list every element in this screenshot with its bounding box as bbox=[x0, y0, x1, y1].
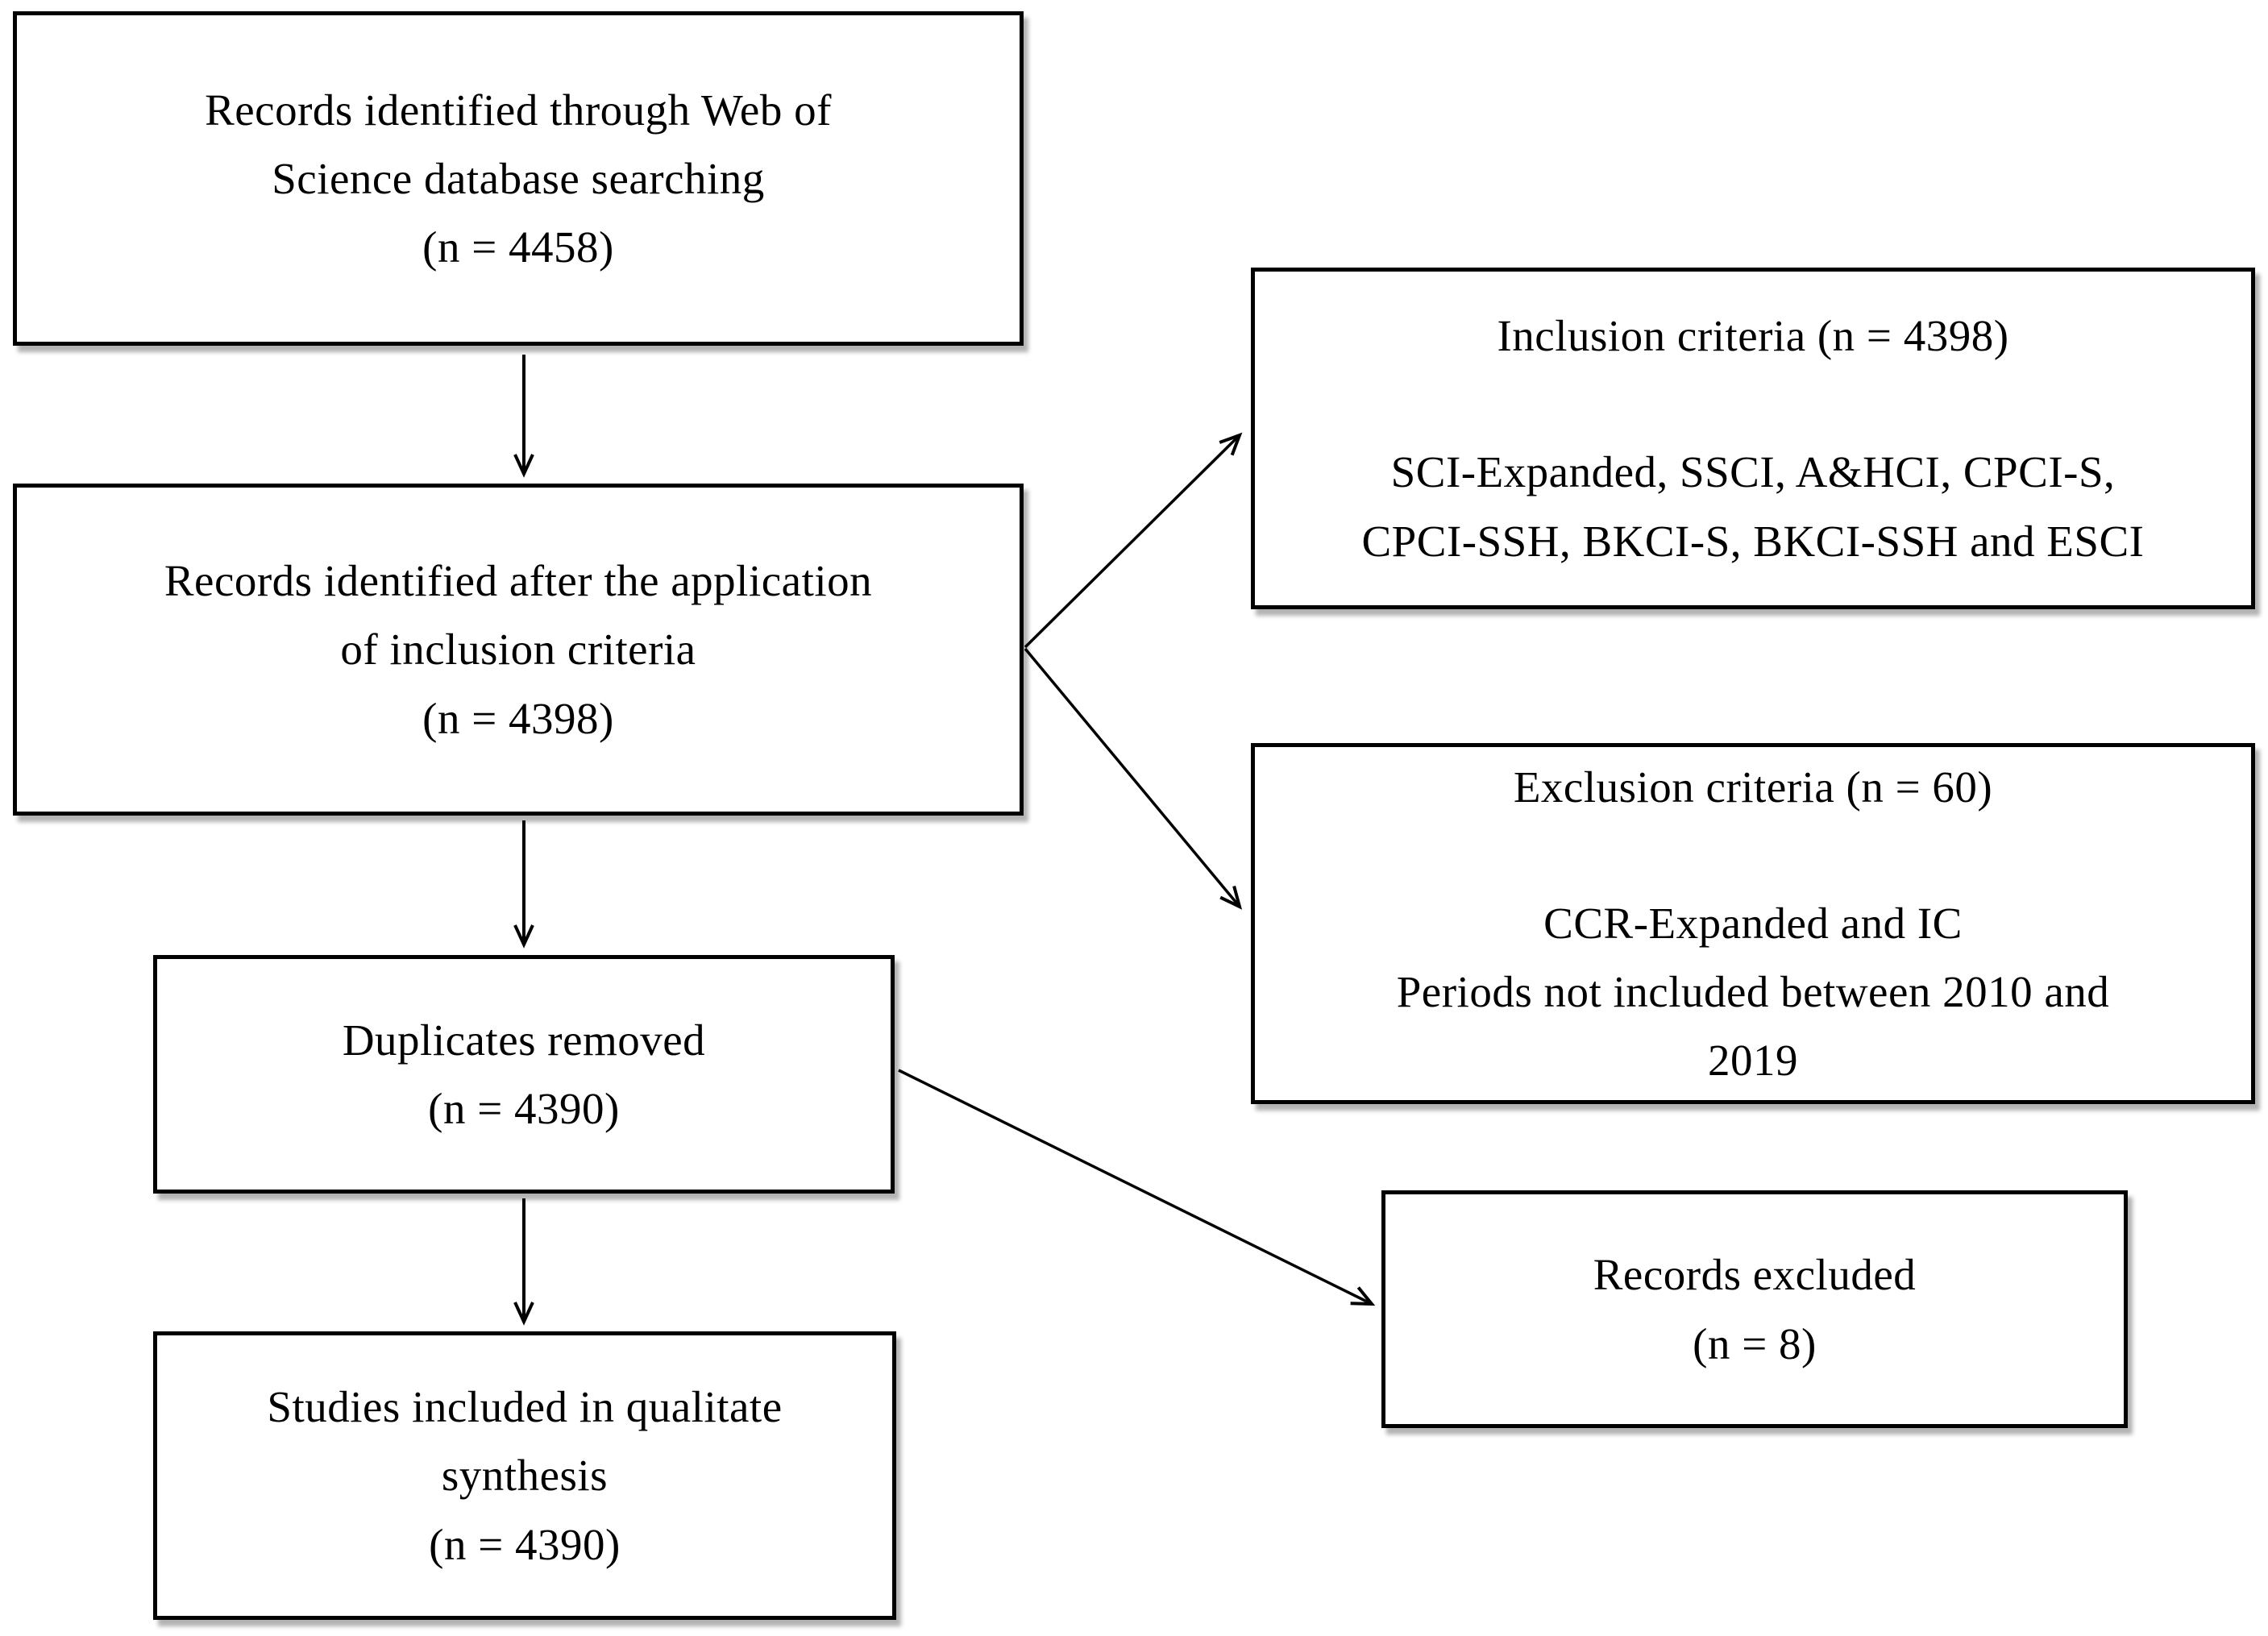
box-count-line: (n = 8) bbox=[1693, 1318, 1817, 1368]
box-text-line: Science database searching bbox=[272, 153, 765, 203]
box-text-line: of inclusion criteria bbox=[340, 625, 696, 675]
box-text-line: Records identified after the application bbox=[164, 556, 873, 606]
arrow-to-inclusion-criteria bbox=[1024, 432, 1243, 649]
arrow-to-exclusion-criteria bbox=[1024, 647, 1243, 910]
box-text-line: Records excluded bbox=[1593, 1250, 1917, 1300]
arrow-duplicates-to-records-excluded bbox=[898, 1069, 1376, 1306]
box-text-line: synthesis bbox=[441, 1451, 609, 1501]
box-records-excluded: Records excluded (n = 8) bbox=[1381, 1190, 2128, 1428]
box-title-line: Exclusion criteria (n = 60) bbox=[1513, 762, 1993, 812]
box-title-line: Inclusion criteria (n = 4398) bbox=[1497, 311, 2009, 361]
box-text-line: Records identified through Web of bbox=[205, 85, 832, 135]
box-studies-included: Studies included in qualitate synthesis … bbox=[153, 1331, 896, 1620]
box-duplicates-removed: Duplicates removed (n = 4390) bbox=[153, 955, 895, 1194]
box-records-identified: Records identified through Web of Scienc… bbox=[13, 11, 1024, 346]
box-text-line: CPCI-SSH, BKCI-S, BKCI-SSH and ESCI bbox=[1361, 516, 2145, 566]
box-count-line: (n = 4390) bbox=[429, 1519, 621, 1569]
box-text-line: Studies included in qualitate bbox=[267, 1382, 783, 1432]
box-inclusion-criteria: Inclusion criteria (n = 4398) SCI-Expand… bbox=[1251, 268, 2255, 609]
box-text-line: CCR-Expanded and IC bbox=[1543, 898, 1963, 948]
box-records-after-inclusion: Records identified after the application… bbox=[13, 484, 1024, 816]
box-body: SCI-Expanded, SSCI, A&HCI, CPCI-S, CPCI-… bbox=[1361, 438, 2144, 575]
box-text-line: 2019 bbox=[1708, 1036, 1798, 1086]
box-exclusion-criteria: Exclusion criteria (n = 60) CCR-Expanded… bbox=[1251, 743, 2255, 1104]
box-count-line: (n = 4458) bbox=[422, 222, 614, 272]
box-text-line: SCI-Expanded, SSCI, A&HCI, CPCI-S, bbox=[1390, 447, 2116, 497]
box-count-line: (n = 4398) bbox=[422, 693, 614, 743]
box-body: CCR-Expanded and IC Periods not included… bbox=[1397, 889, 2110, 1095]
box-text-line: Duplicates removed bbox=[342, 1015, 706, 1065]
box-count-line: (n = 4390) bbox=[428, 1084, 620, 1133]
box-text-line: Periods not included between 2010 and bbox=[1396, 967, 2110, 1016]
